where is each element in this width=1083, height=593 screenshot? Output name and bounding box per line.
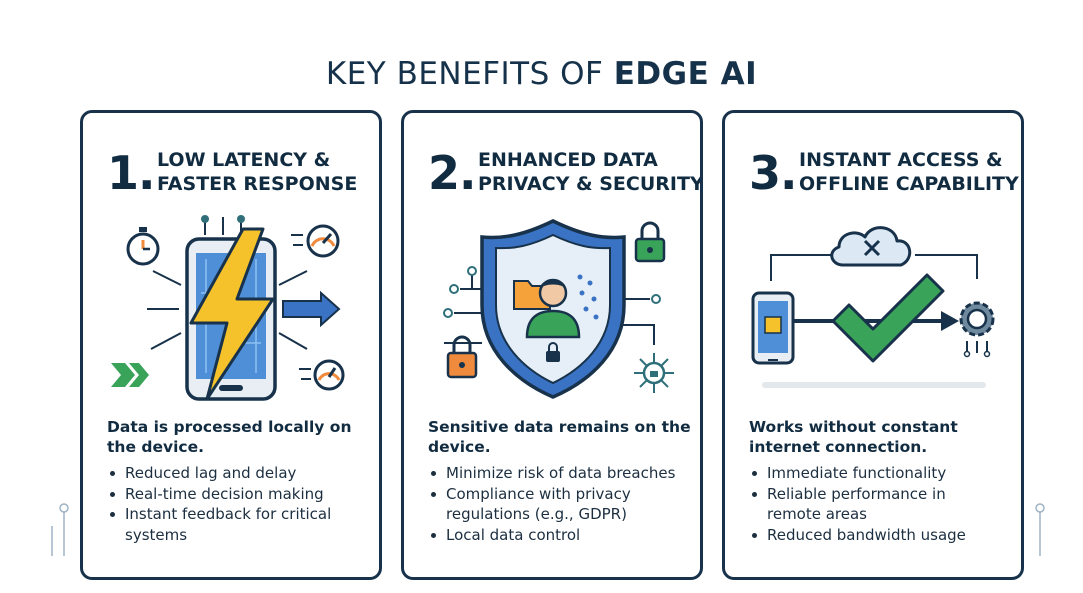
low-latency-illustration bbox=[111, 215, 345, 401]
arrow-right-icon bbox=[941, 311, 959, 331]
list-item: Real-time decision making bbox=[107, 484, 369, 505]
card-lead-text: Works without constant internet connecti… bbox=[749, 418, 958, 456]
card-lead-text: Data is processed locally on the device. bbox=[107, 418, 352, 456]
circuit-decoration-right bbox=[1035, 503, 1045, 556]
privacy-illustration bbox=[443, 219, 674, 399]
lightning-bolt-icon bbox=[189, 227, 275, 401]
page-title: KEY BENEFITS OF EDGE AI bbox=[325, 56, 758, 92]
card-title: LOW LATENCY & FASTER RESPONSE bbox=[157, 149, 358, 195]
padlock-icon bbox=[634, 221, 666, 263]
list-item: Local data control bbox=[428, 525, 690, 546]
speedometer-icon bbox=[291, 224, 340, 258]
card-lead-text: Sensitive data remains on the device. bbox=[428, 418, 691, 456]
cloud-offline-icon bbox=[830, 226, 912, 267]
list-item: Reduced lag and delay bbox=[107, 463, 369, 484]
arrow-right-icon bbox=[282, 290, 341, 328]
list-item: Immediate functionality bbox=[749, 463, 1011, 484]
benefit-card-low-latency: 1. LOW LATENCY & FASTER RESPONSE bbox=[80, 110, 382, 580]
smartphone-chip-icon bbox=[751, 291, 795, 365]
card-bullet-list: Reduced lag and delay Real-time decision… bbox=[107, 463, 369, 545]
stopwatch-icon bbox=[126, 227, 160, 266]
card-number: 3. bbox=[749, 146, 797, 200]
checkmark-icon bbox=[831, 273, 945, 363]
user-icon bbox=[525, 278, 581, 339]
card-title: ENHANCED DATA PRIVACY & SECURITY bbox=[478, 149, 703, 195]
card-heading: 2. ENHANCED DATA PRIVACY & SECURITY bbox=[428, 145, 700, 205]
benefit-card-offline-capability: 3. INSTANT ACCESS & OFFLINE CAPABILITY bbox=[722, 110, 1024, 580]
card-number: 1. bbox=[107, 146, 155, 200]
circuit-decoration-left bbox=[51, 503, 69, 556]
network-node-icon bbox=[634, 353, 674, 393]
card-bullet-list: Immediate functionality Reliable perform… bbox=[749, 463, 1011, 545]
chevron-right-icon bbox=[111, 363, 149, 387]
list-item: Reduced bandwidth usage bbox=[749, 525, 1011, 546]
gear-icon bbox=[959, 301, 995, 358]
card-heading: 1. LOW LATENCY & FASTER RESPONSE bbox=[107, 145, 369, 205]
card-number: 2. bbox=[428, 146, 476, 200]
list-item: Minimize risk of data breaches bbox=[428, 463, 690, 484]
shield-icon bbox=[480, 219, 626, 399]
benefit-card-privacy-security: 2. ENHANCED DATA PRIVACY & SECURITY bbox=[401, 110, 703, 580]
card-title: INSTANT ACCESS & OFFLINE CAPABILITY bbox=[799, 149, 1019, 195]
card-bullet-list: Minimize risk of data breaches Complianc… bbox=[428, 463, 690, 545]
padlock-icon bbox=[546, 342, 560, 362]
padlock-icon bbox=[446, 335, 478, 379]
offline-illustration bbox=[751, 226, 995, 388]
card-heading: 3. INSTANT ACCESS & OFFLINE CAPABILITY bbox=[749, 145, 1019, 205]
speedometer-icon bbox=[299, 359, 345, 391]
